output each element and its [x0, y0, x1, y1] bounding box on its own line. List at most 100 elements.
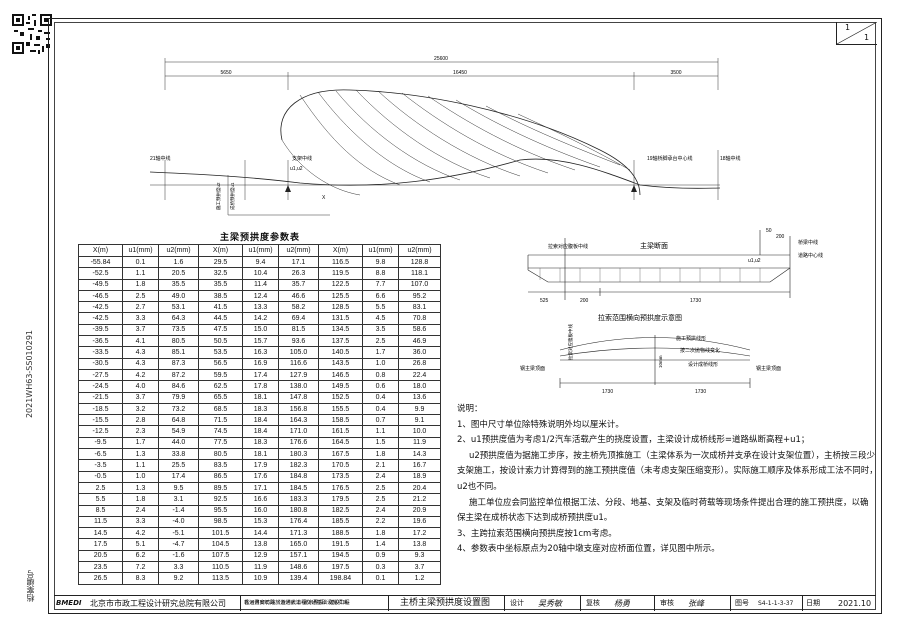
- transverse-left-label: 钢主梁顶面: [520, 365, 545, 372]
- table-cell: 18.4: [242, 425, 279, 438]
- table-cell: 13.8: [398, 538, 441, 551]
- table-cell: 3.2: [122, 402, 159, 416]
- table-cell: 6.6: [362, 289, 399, 303]
- section-dim-200b: 200: [580, 298, 589, 304]
- table-cell: 22.4: [398, 368, 441, 382]
- table-cell: 1.1: [362, 425, 399, 438]
- table-cell: 44.0: [158, 436, 199, 450]
- table-cell: 73.2: [158, 402, 199, 416]
- table-cell: 14.4: [242, 527, 279, 540]
- table-cell: 68.5: [198, 402, 243, 416]
- check-signature: 杨勇: [614, 599, 630, 608]
- date-label: 日期: [806, 599, 820, 607]
- header-u1: u1(mm): [242, 244, 279, 257]
- table-cell: 198.84: [318, 572, 363, 585]
- table-cell: 62.5: [198, 380, 243, 393]
- dim-left: 5650: [220, 70, 231, 76]
- table-cell: 41.5: [198, 301, 243, 314]
- table-cell: 107.0: [398, 278, 441, 291]
- note-line: 2、u1预拱度值为考虑1/2汽车活载产生的挠度设置，主梁设计成桥线形=道路纵断高…: [457, 435, 810, 446]
- table-cell: 10.9: [242, 572, 279, 585]
- table-cell: 56.5: [198, 357, 243, 370]
- table-cell: -15.5: [78, 414, 123, 427]
- table-cell: 164.3: [278, 414, 319, 427]
- note-line: 4、参数表中坐标原点为20轴中墩支座对应桥面位置，详见图中所示。: [457, 544, 720, 555]
- table-cell: 179.5: [318, 493, 363, 506]
- table-cell: 184.5: [278, 481, 319, 495]
- table-cell: 14.2: [242, 312, 279, 325]
- table-cell: 4.5: [362, 312, 399, 325]
- table-cell: 47.5: [198, 323, 243, 337]
- table-cell: 9.8: [362, 255, 399, 269]
- table-cell: 20.5: [158, 267, 199, 280]
- header-x: X(m): [318, 244, 363, 257]
- table-cell: 170.5: [318, 459, 363, 472]
- table-cell: 70.8: [398, 312, 441, 325]
- table-cell: 127.9: [278, 368, 319, 382]
- table-cell: 54.9: [158, 425, 199, 438]
- note-line: 保主梁在成桥状态下达到成桥预拱度u1。: [457, 513, 613, 524]
- section-cable-line: 拉索对应腹板中线: [548, 243, 588, 250]
- table-cell: 26.5: [78, 572, 123, 585]
- logo: BMEDI: [56, 599, 82, 607]
- table-cell: 104.5: [198, 538, 243, 551]
- institute-name: 北京市市政工程设计研究总院有限公司: [90, 599, 226, 608]
- table-cell: 17.2: [398, 527, 441, 540]
- note-line: 3、主跨拉索范围横向预拱度按1cm考虑。: [457, 528, 617, 539]
- design-label: 设计: [510, 599, 524, 607]
- table-cell: 35.5: [198, 278, 243, 291]
- table-cell: 4.3: [122, 357, 159, 370]
- table-cell: 1.0: [362, 357, 399, 370]
- table-cell: 1.3: [122, 481, 159, 495]
- table-cell: -49.5: [78, 278, 123, 291]
- check-label: 复核: [586, 599, 600, 607]
- table-cell: 14.5: [78, 527, 123, 540]
- table-cell: 95.2: [398, 289, 441, 303]
- table-cell: 1.2: [398, 572, 441, 585]
- table-cell: -42.5: [78, 312, 123, 325]
- table-cell: 53.5: [198, 346, 243, 359]
- vlabel-finished: 成桥预拱度u1: [229, 182, 236, 210]
- table-cell: 9.1: [398, 414, 441, 427]
- table-cell: 1.6: [158, 255, 199, 269]
- table-title: 主梁预拱度参数表: [220, 233, 301, 243]
- table-cell: 87.2: [158, 368, 199, 382]
- table-cell: -12.5: [78, 425, 123, 438]
- table-cell: 65.5: [198, 391, 243, 404]
- table-cell: -33.5: [78, 346, 123, 359]
- table-cell: 105.0: [278, 346, 319, 359]
- project-line-2: 香河县安石路（运河大道-冀京界段）建设工程: [244, 600, 350, 606]
- table-cell: 86.5: [198, 470, 243, 483]
- table-cell: 73.5: [158, 323, 199, 337]
- table-cell: -27.5: [78, 368, 123, 382]
- table-cell: 59.5: [198, 368, 243, 382]
- table-cell: 8.8: [362, 267, 399, 280]
- section-u-label: u1,u2: [748, 258, 761, 264]
- table-cell: 15.7: [242, 335, 279, 348]
- table-cell: -3.5: [78, 459, 123, 472]
- table-cell: 128.5: [318, 301, 363, 314]
- table-cell: 26.3: [278, 267, 319, 280]
- table-cell: 84.6: [158, 380, 199, 393]
- table-cell: 18.0: [398, 380, 441, 393]
- table-cell: 1.7: [122, 436, 159, 450]
- drawing-no-label: 图号: [735, 599, 749, 607]
- table-cell: 20.4: [398, 481, 441, 495]
- table-cell: 17.8: [242, 380, 279, 393]
- table-cell: 4.1: [122, 335, 159, 348]
- table-cell: -39.5: [78, 323, 123, 337]
- table-cell: 191.5: [318, 538, 363, 551]
- vlabel-construction: 施工预拱度u2: [215, 182, 222, 210]
- table-cell: 2.4: [122, 504, 159, 517]
- table-cell: 3.1: [158, 493, 199, 506]
- table-cell: 164.5: [318, 436, 363, 450]
